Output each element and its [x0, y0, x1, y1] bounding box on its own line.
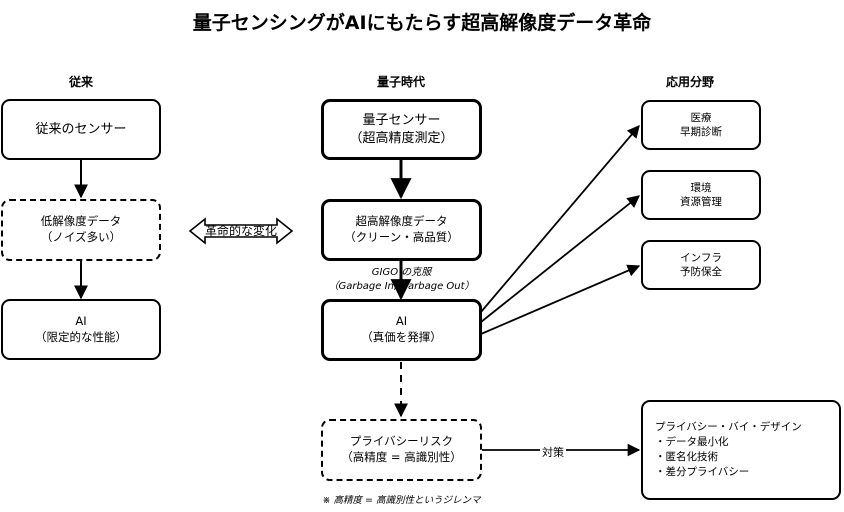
privacy-risk-box: プライバシーリスク （高精度 = 高識別性） [321, 419, 482, 481]
application-environment-line1: 環境 [690, 181, 712, 194]
application-medical-line2: 早期診断 [680, 126, 722, 138]
application-environment-box: 環境 資源管理 [641, 170, 761, 220]
application-medical-box: 医療 早期診断 [641, 100, 761, 150]
gigo-label-line2: （Garbage In, Garbage Out） [328, 281, 475, 292]
policy-heading: プライバシー・バイ・デザイン [655, 420, 802, 433]
policy-item: ・データ最小化 [655, 435, 729, 448]
application-environment-line2: 資源管理 [680, 196, 722, 208]
double-arrow-change [188, 217, 294, 245]
gigo-label-line1: GIGO の克服 [371, 267, 432, 278]
quantum-ai-line2: （真価を発揮） [361, 330, 442, 344]
hires-data-line1: 超高解像度データ [355, 214, 448, 229]
application-medical-line1: 医療 [690, 111, 712, 124]
quantum-ai-box: AI （真価を発揮） [321, 299, 482, 361]
arrow-ai-to-environment [480, 195, 640, 323]
lowres-data-box: 低解像度データ （ノイズ多い） [1, 199, 161, 261]
traditional-sensor-label: 従来のセンサー [35, 121, 127, 137]
quantum-sensor-line1: 量子センサー [362, 112, 441, 128]
column-heading-applications: 応用分野 [665, 75, 714, 89]
hires-data-box: 超高解像度データ （クリーン・高品質） [321, 199, 482, 261]
hires-data-line2: （クリーン・高品質） [344, 230, 459, 244]
privacy-risk-line1: プライバシーリスク [349, 434, 454, 449]
countermeasure-label: 対策 [540, 444, 566, 460]
dilemma-footnote: ※ 高精度 = 高識別性というジレンマ [322, 495, 481, 506]
application-infrastructure-box: インフラ 予防保全 [641, 240, 761, 290]
traditional-ai-line2: （限定的な性能） [35, 329, 127, 344]
lowres-data-line1: 低解像度データ [40, 214, 122, 229]
column-heading-quantum: 量子時代 [376, 75, 425, 89]
arrow-ai-to-medical [480, 125, 640, 313]
quantum-ai-line1: AI [395, 314, 408, 329]
quantum-sensor-line2: （超高精度測定） [349, 130, 454, 146]
privacy-risk-line2: （高精度 = 高識別性） [341, 450, 462, 464]
column-heading-traditional: 従来 [68, 75, 93, 89]
privacy-by-design-box: プライバシー・バイ・デザイン ・データ最小化 ・匿名化技術 ・差分プライバシー [641, 400, 841, 500]
application-infrastructure-line1: インフラ [680, 251, 722, 264]
diagram-title: 量子センシングがAIにもたらす超高解像度データ革命 [192, 12, 652, 34]
traditional-sensor-box: 従来のセンサー [1, 99, 161, 160]
arrow-ai-to-infrastructure [480, 264, 641, 335]
traditional-ai-box: AI （限定的な性能） [1, 299, 161, 360]
traditional-ai-line1: AI [75, 313, 87, 328]
policy-item: ・匿名化技術 [655, 451, 718, 463]
application-infrastructure-line2: 予防保全 [680, 266, 722, 278]
quantum-sensor-box: 量子センサー （超高精度測定） [321, 99, 482, 160]
lowres-data-line2: （ノイズ多い） [40, 230, 122, 244]
policy-item: ・差分プライバシー [655, 466, 750, 479]
change-label: 革命的な変化 [204, 224, 277, 238]
